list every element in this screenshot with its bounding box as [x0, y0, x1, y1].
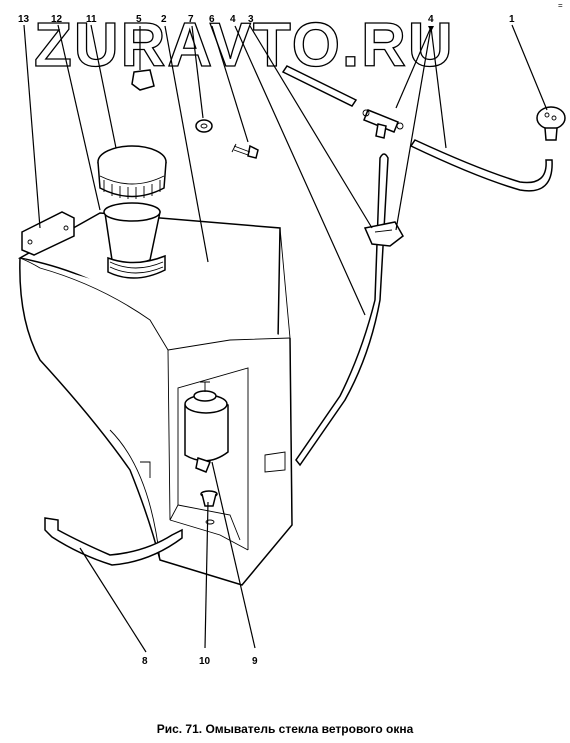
reservoir-tank	[17, 212, 293, 586]
nut	[131, 69, 155, 91]
filler-neck	[103, 202, 166, 279]
label-2: 2	[161, 14, 167, 25]
label-4b: 4	[428, 14, 434, 25]
leader-lines	[23, 24, 548, 653]
corner-mark: =	[558, 1, 563, 10]
hose-segment-upper	[281, 65, 358, 107]
filler-cap	[97, 145, 167, 199]
tank-strap	[44, 517, 183, 566]
label-10: 10	[199, 656, 211, 667]
watermark: ZURAVTO.RU	[34, 11, 455, 80]
label-1: 1	[509, 14, 515, 25]
figure-caption: Рис. 71. Омыватель стекла ветрового окна	[156, 722, 414, 736]
label-13: 13	[18, 14, 30, 25]
hose-clip	[363, 221, 404, 247]
label-3: 3	[248, 14, 254, 25]
mounting-bracket	[21, 211, 75, 256]
washer-nozzle	[536, 106, 566, 141]
label-4a: 4	[230, 14, 236, 25]
washer-pump	[184, 381, 229, 473]
hose-segment-right	[409, 139, 553, 192]
washer-ring	[195, 119, 213, 133]
label-6: 6	[209, 14, 215, 25]
part-numbers: 13 12 11 5 2 7 6 4 3 4 1 8 10 9	[18, 14, 515, 667]
tee-connector	[362, 109, 404, 139]
label-9: 9	[252, 656, 258, 667]
screw	[231, 143, 259, 159]
label-12: 12	[51, 14, 63, 25]
label-8: 8	[142, 656, 148, 667]
pump-grommet	[200, 490, 218, 525]
label-5: 5	[136, 14, 142, 25]
label-7: 7	[188, 14, 194, 25]
label-11: 11	[86, 14, 97, 25]
long-hose	[295, 153, 389, 467]
